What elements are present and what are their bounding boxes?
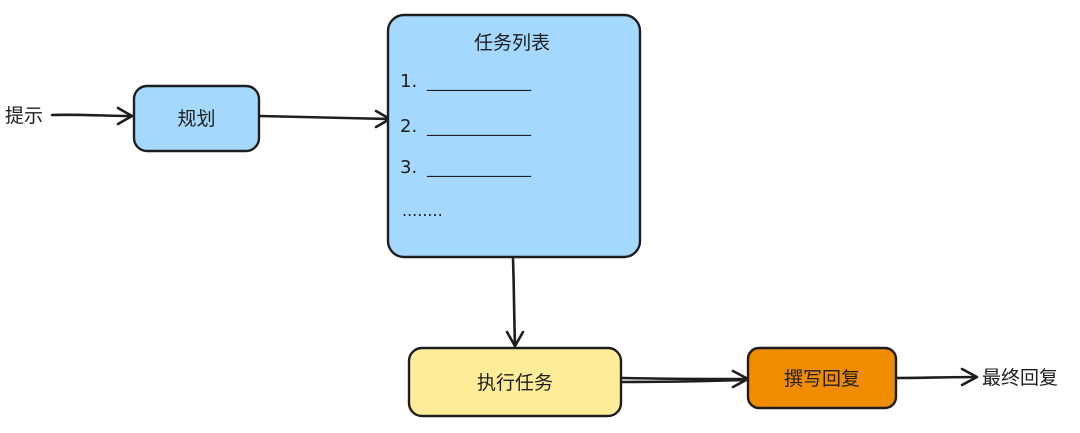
task-item-number: 3. [400,157,417,178]
task-item-number: 1. [400,71,417,92]
execute-label: 执行任务 [477,372,553,394]
input-label: 提示 [5,105,43,127]
task-item-number: 2. [400,116,417,137]
planning-label: 规划 [177,108,215,130]
arrow-task-list-to-execute [511,257,517,347]
arrowhead-task-list-to-execute [505,330,525,348]
arrow-compose-to-output [895,375,977,380]
task-list-item: 2. _____________ [400,116,532,137]
arrow-execute-to-compose [620,376,748,381]
task-list-box [386,13,642,259]
planning-box [132,84,261,153]
task-list-more: ........ [402,201,443,220]
task-item-blank: _____________ [426,72,532,92]
arrow-input-to-planning [50,113,132,118]
task-list-title: 任务列表 [474,32,550,54]
task-list-item: 1. _____________ [400,71,532,92]
task-list-items: 1. _____________ 2. _____________ 3. ___… [400,71,532,220]
task-item-blank: _____________ [426,117,532,137]
compose-label: 撰写回复 [784,368,860,390]
output-label: 最终回复 [982,367,1058,389]
arrow-execute-to-compose-second-stroke [620,378,748,384]
task-list-item: 3. _____________ [400,157,532,178]
task-item-blank: _____________ [426,158,532,178]
arrowhead-compose-to-output [960,367,979,387]
arrow-planning-to-task-list [258,114,391,121]
arrowhead-input-to-planning [116,106,134,126]
